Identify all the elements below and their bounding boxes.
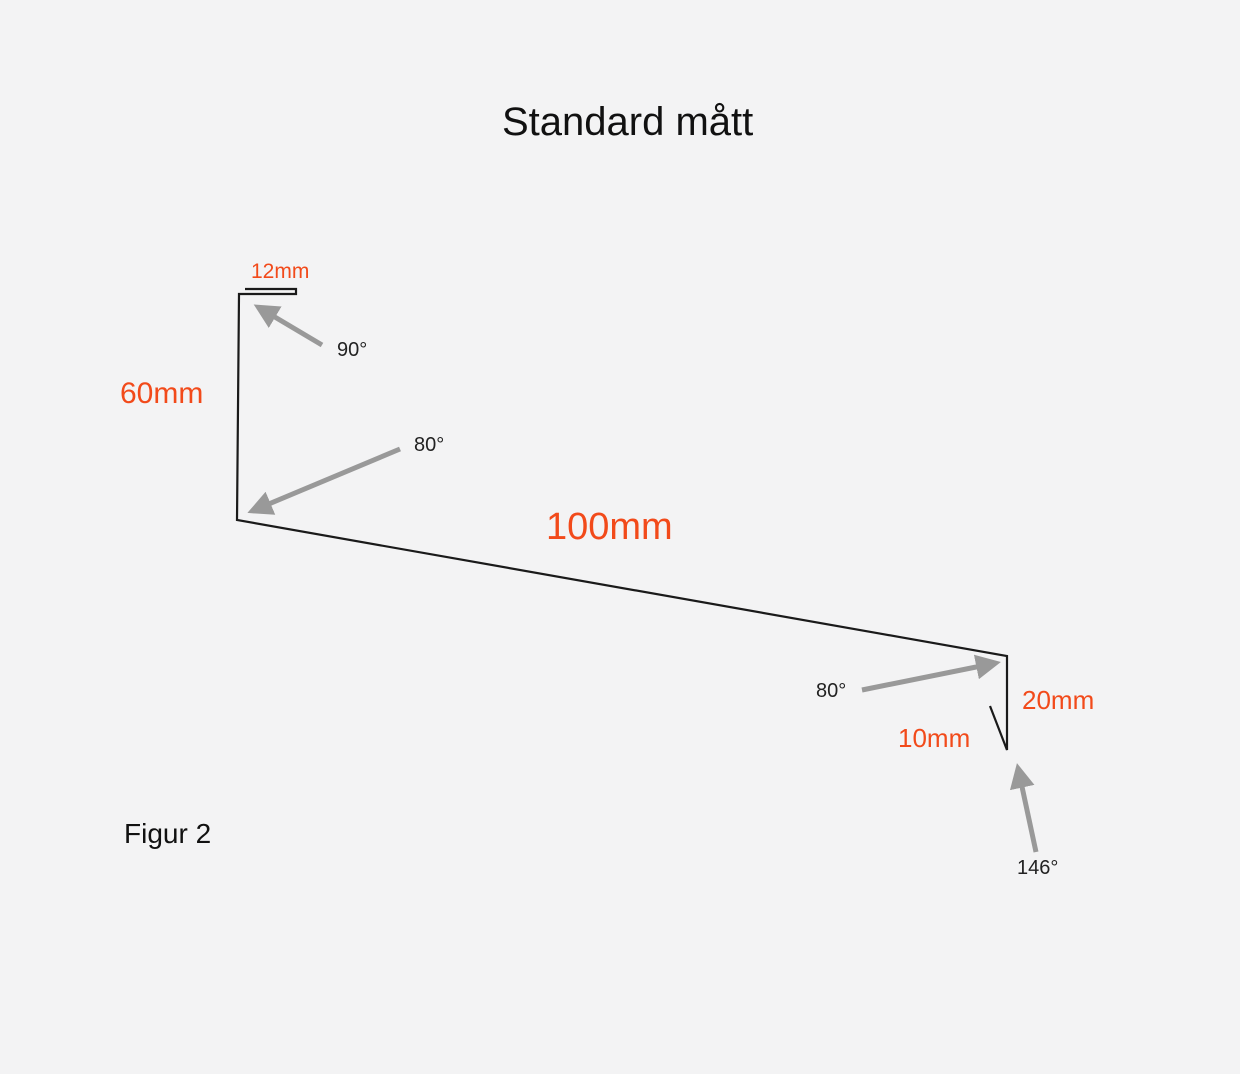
arrow-hem-angle xyxy=(253,304,324,348)
angle-bottom-right: 80° xyxy=(816,680,847,702)
dimension-vertical-right: 20mm xyxy=(1022,685,1095,715)
angle-drip: 146° xyxy=(1017,857,1059,879)
dimension-hem: 12mm xyxy=(251,260,310,283)
dimension-drip: 10mm xyxy=(898,723,971,753)
dimension-vertical-left: 60mm xyxy=(120,377,204,410)
angle-hem: 90° xyxy=(337,339,368,361)
arrow-bottom-right-angle xyxy=(861,654,1001,693)
page-title: Standard mått xyxy=(502,100,754,144)
sheet-profile xyxy=(235,287,1009,751)
angle-top-left: 80° xyxy=(414,434,445,456)
dimension-slope: 100mm xyxy=(546,506,673,548)
arrow-top-left-angle xyxy=(247,446,401,515)
arrow-drip-angle xyxy=(1009,763,1039,853)
figure-label: Figur 2 xyxy=(124,818,212,849)
